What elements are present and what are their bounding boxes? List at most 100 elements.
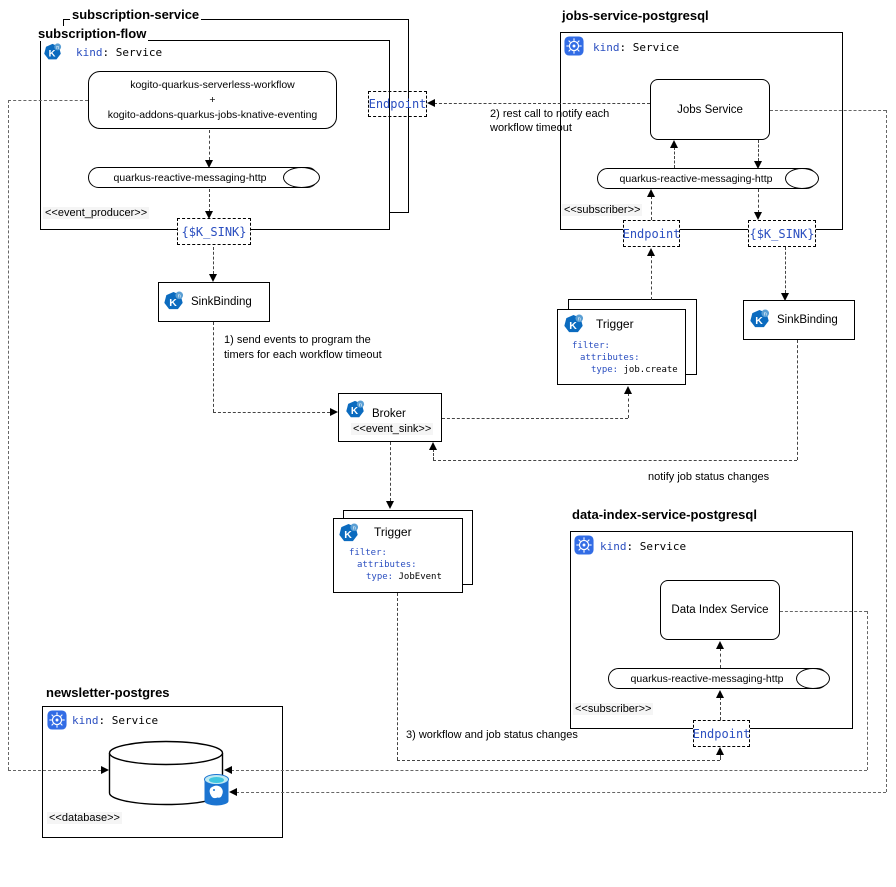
trigger-type-value: job.create	[623, 365, 678, 375]
connector-notify-job-status	[433, 460, 797, 461]
connector-trigger-to-endpoint	[651, 255, 652, 300]
arrowhead	[386, 501, 394, 509]
connector-notify-job-status	[433, 449, 434, 460]
arrowhead	[101, 766, 109, 774]
edge-label-notify-job: notify job status changes	[648, 471, 770, 483]
svg-text:n: n	[359, 402, 362, 408]
arrowhead	[754, 212, 762, 220]
postgresql-icon[interactable]	[203, 774, 230, 811]
connector-ksink-to-sinkbinding	[785, 247, 786, 293]
workflow-line3: kogito-addons-quarkus-jobs-knative-event…	[107, 109, 318, 121]
svg-text:K: K	[49, 48, 56, 59]
event-producer-stereotype: <<event_producer>>	[43, 207, 150, 219]
edge-label-send-events-2: timers for each workflow timeout	[224, 349, 382, 361]
connector	[209, 189, 210, 212]
arrowhead	[427, 99, 435, 107]
svg-text:K: K	[569, 320, 577, 332]
kind-key: kind	[72, 714, 99, 727]
quarkus-messaging-pill-data-index[interactable]: quarkus-reactive-messaging-http	[608, 668, 830, 689]
workflow-addons-node[interactable]: kogito-quarkus-serverless-workflow + kog…	[88, 71, 337, 129]
jobs-service-node[interactable]: Jobs Service	[650, 79, 770, 140]
trigger-job-create-title: Trigger	[596, 317, 634, 331]
connector-dataindex-to-db	[780, 611, 867, 612]
arrowhead	[624, 386, 632, 394]
arrowhead	[647, 189, 655, 197]
svg-text:K: K	[344, 529, 352, 541]
subscription-flow-box[interactable]	[40, 40, 390, 230]
connector-dataindex-to-db	[867, 611, 868, 770]
connector	[651, 196, 652, 220]
edge-label-rest-call-1: 2) rest call to notify each	[490, 108, 610, 120]
connector	[674, 147, 675, 168]
connector-workflow-job-status	[720, 754, 721, 760]
k-sink-box-jobs[interactable]: {$K_SINK}	[748, 220, 816, 247]
data-index-title: data-index-service-postgresql	[570, 507, 759, 522]
arrowhead	[205, 160, 213, 168]
pill-label: quarkus-reactive-messaging-http	[630, 672, 784, 685]
trigger-type-value: JobEvent	[398, 572, 442, 582]
jobs-service-kind: kind: Service	[593, 41, 679, 54]
connector-jobs-to-postgres	[886, 110, 887, 792]
svg-text:n: n	[353, 526, 356, 532]
connector-dataindex-to-db	[231, 770, 867, 771]
subscription-service-title: subscription-service	[70, 7, 202, 22]
connector-jobs-to-postgres	[236, 792, 886, 793]
connector-workflow-job-status	[397, 593, 398, 760]
kind-value: : Service	[98, 714, 159, 727]
arrowhead	[716, 690, 724, 698]
trigger-filter-key: filter:	[349, 548, 387, 558]
arrowhead	[781, 293, 789, 301]
quarkus-messaging-pill-jobs[interactable]: quarkus-reactive-messaging-http	[597, 168, 819, 189]
kind-key: kind	[593, 41, 620, 54]
data-index-service-node[interactable]: Data Index Service	[660, 580, 780, 640]
arrowhead	[429, 442, 437, 450]
edge-label-send-events-1: 1) send events to program the	[224, 334, 371, 346]
arrowhead	[205, 211, 213, 219]
connector	[758, 140, 759, 161]
arrowhead	[716, 747, 724, 755]
svg-text:K: K	[755, 315, 763, 327]
trigger-type-line: type: job.create	[591, 365, 678, 375]
k-sink-box-subscription[interactable]: {$K_SINK}	[177, 218, 251, 245]
arrowhead	[330, 408, 338, 416]
connector-sinkbinding-to-broker	[213, 322, 214, 412]
kind-key: kind	[76, 46, 103, 59]
quarkus-messaging-pill-subscription[interactable]: quarkus-reactive-messaging-http	[88, 167, 320, 188]
trigger-job-event-title: Trigger	[374, 525, 412, 539]
trigger-attributes-key: attributes:	[357, 560, 417, 570]
svg-text:n: n	[578, 317, 581, 323]
subscriber-stereotype-jobs: <<subscriber>>	[562, 204, 643, 216]
subscriber-stereotype-data-index: <<subscriber>>	[573, 703, 654, 715]
endpoint-box-data-index[interactable]: Endpoint	[693, 720, 750, 747]
connector-broker-to-trigger	[628, 393, 629, 418]
subscription-flow-kind: kind: Service	[76, 46, 162, 59]
kind-value: : Service	[619, 41, 680, 54]
kubernetes-icon	[47, 710, 67, 735]
event-sink-stereotype: <<event_sink>>	[351, 423, 434, 435]
jobs-service-title: jobs-service-postgresql	[560, 8, 711, 23]
kubernetes-icon	[574, 535, 594, 560]
svg-text:K: K	[169, 297, 177, 309]
svg-text:n: n	[178, 294, 181, 300]
edge-label-workflow-job: 3) workflow and job status changes	[406, 729, 578, 741]
knative-icon: K n	[563, 314, 584, 340]
newsletter-kind: kind: Service	[72, 714, 158, 727]
arrowhead	[647, 248, 655, 256]
data-index-kind: kind: Service	[600, 540, 686, 553]
connector-rest-call	[434, 103, 650, 104]
svg-text:n: n	[764, 312, 767, 318]
pill-label: quarkus-reactive-messaging-http	[619, 172, 773, 185]
endpoint-box-jobs[interactable]: Endpoint	[623, 220, 680, 247]
connector-jobs-to-postgres	[770, 110, 886, 111]
endpoint-box-subscription[interactable]: Endpoint	[368, 91, 427, 117]
knative-icon: K n	[345, 400, 365, 425]
knative-icon: K n	[338, 523, 359, 549]
kind-value: : Service	[626, 540, 687, 553]
arrowhead	[716, 641, 724, 649]
connector-subscription-to-db	[8, 770, 101, 771]
workflow-line2: +	[209, 94, 216, 106]
trigger-attributes-key: attributes:	[580, 353, 640, 363]
trigger-filter-key: filter:	[572, 341, 610, 351]
pill-cap-ellipse	[796, 668, 830, 689]
